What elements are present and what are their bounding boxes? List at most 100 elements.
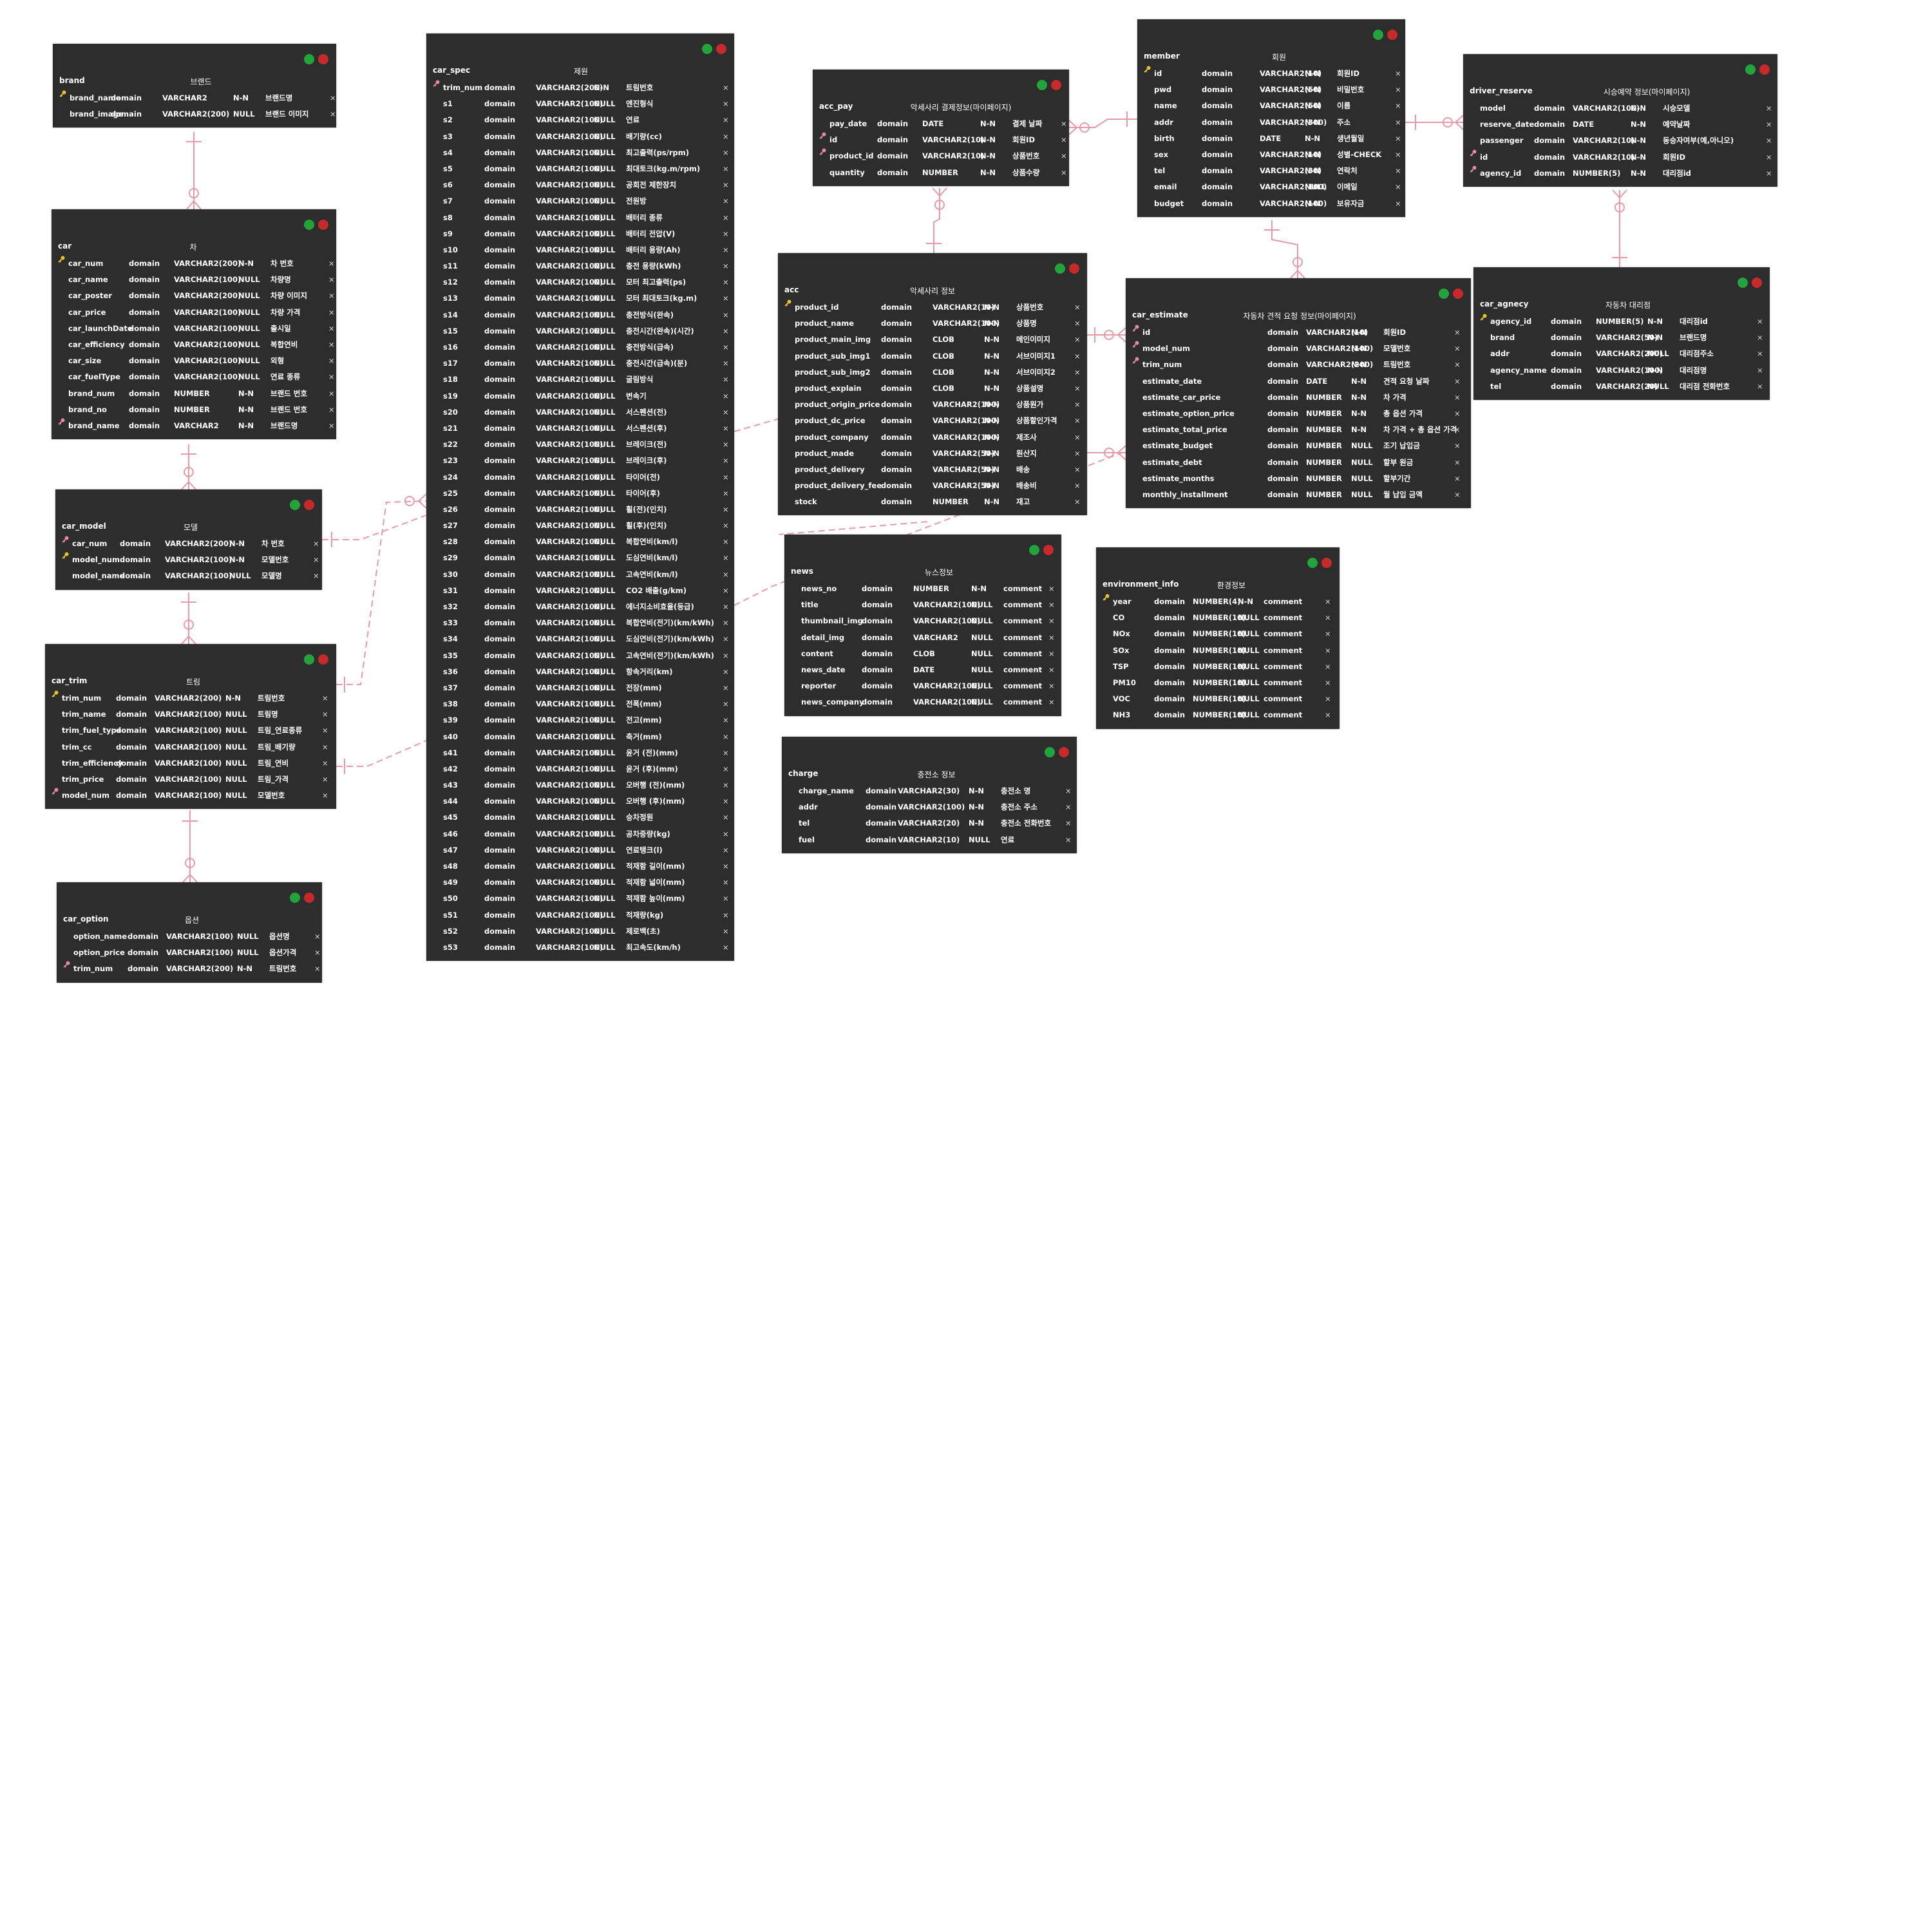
- delete-column-icon[interactable]: ×: [723, 797, 729, 806]
- delete-column-icon[interactable]: ×: [1325, 613, 1331, 623]
- delete-column-icon[interactable]: ×: [723, 569, 729, 579]
- delete-column-icon[interactable]: ×: [723, 245, 729, 254]
- delete-column-icon[interactable]: ×: [723, 602, 729, 611]
- delete-column-icon[interactable]: ×: [723, 456, 729, 466]
- expand-dot-icon[interactable]: [1745, 64, 1756, 75]
- delete-column-icon[interactable]: ×: [723, 391, 729, 401]
- delete-column-icon[interactable]: ×: [723, 278, 729, 287]
- delete-column-icon[interactable]: ×: [723, 715, 729, 725]
- delete-column-icon[interactable]: ×: [1074, 416, 1081, 426]
- delete-column-icon[interactable]: ×: [723, 407, 729, 417]
- delete-column-icon[interactable]: ×: [1061, 151, 1067, 161]
- delete-column-icon[interactable]: ×: [322, 694, 328, 703]
- delete-column-icon[interactable]: ×: [322, 774, 328, 784]
- delete-column-icon[interactable]: ×: [328, 356, 335, 366]
- close-dot-icon[interactable]: [304, 893, 314, 903]
- delete-column-icon[interactable]: ×: [330, 93, 336, 102]
- delete-column-icon[interactable]: ×: [314, 932, 321, 941]
- delete-column-icon[interactable]: ×: [1454, 473, 1461, 483]
- delete-column-icon[interactable]: ×: [723, 683, 729, 692]
- delete-column-icon[interactable]: ×: [322, 710, 328, 719]
- delete-column-icon[interactable]: ×: [723, 131, 729, 141]
- delete-column-icon[interactable]: ×: [1065, 802, 1072, 812]
- expand-dot-icon[interactable]: [1439, 289, 1449, 299]
- delete-column-icon[interactable]: ×: [328, 404, 335, 414]
- delete-column-icon[interactable]: ×: [1074, 335, 1081, 345]
- delete-column-icon[interactable]: ×: [313, 539, 319, 548]
- delete-column-icon[interactable]: ×: [723, 294, 729, 303]
- expand-dot-icon[interactable]: [304, 54, 314, 64]
- delete-column-icon[interactable]: ×: [723, 504, 729, 514]
- delete-column-icon[interactable]: ×: [1048, 584, 1055, 593]
- delete-column-icon[interactable]: ×: [723, 261, 729, 271]
- delete-column-icon[interactable]: ×: [723, 537, 729, 547]
- delete-column-icon[interactable]: ×: [1325, 710, 1331, 720]
- delete-column-icon[interactable]: ×: [1074, 383, 1081, 393]
- delete-column-icon[interactable]: ×: [723, 521, 729, 531]
- close-dot-icon[interactable]: [318, 654, 328, 665]
- expand-dot-icon[interactable]: [1037, 80, 1047, 90]
- delete-column-icon[interactable]: ×: [1325, 694, 1331, 704]
- close-dot-icon[interactable]: [1043, 545, 1054, 555]
- expand-dot-icon[interactable]: [1373, 30, 1383, 40]
- close-dot-icon[interactable]: [1051, 80, 1061, 90]
- delete-column-icon[interactable]: ×: [1454, 457, 1461, 467]
- delete-column-icon[interactable]: ×: [1757, 349, 1763, 359]
- delete-column-icon[interactable]: ×: [723, 829, 729, 838]
- delete-column-icon[interactable]: ×: [1048, 600, 1055, 610]
- delete-column-icon[interactable]: ×: [328, 291, 335, 301]
- delete-column-icon[interactable]: ×: [1395, 69, 1401, 78]
- delete-column-icon[interactable]: ×: [1074, 319, 1081, 328]
- delete-column-icon[interactable]: ×: [1325, 629, 1331, 639]
